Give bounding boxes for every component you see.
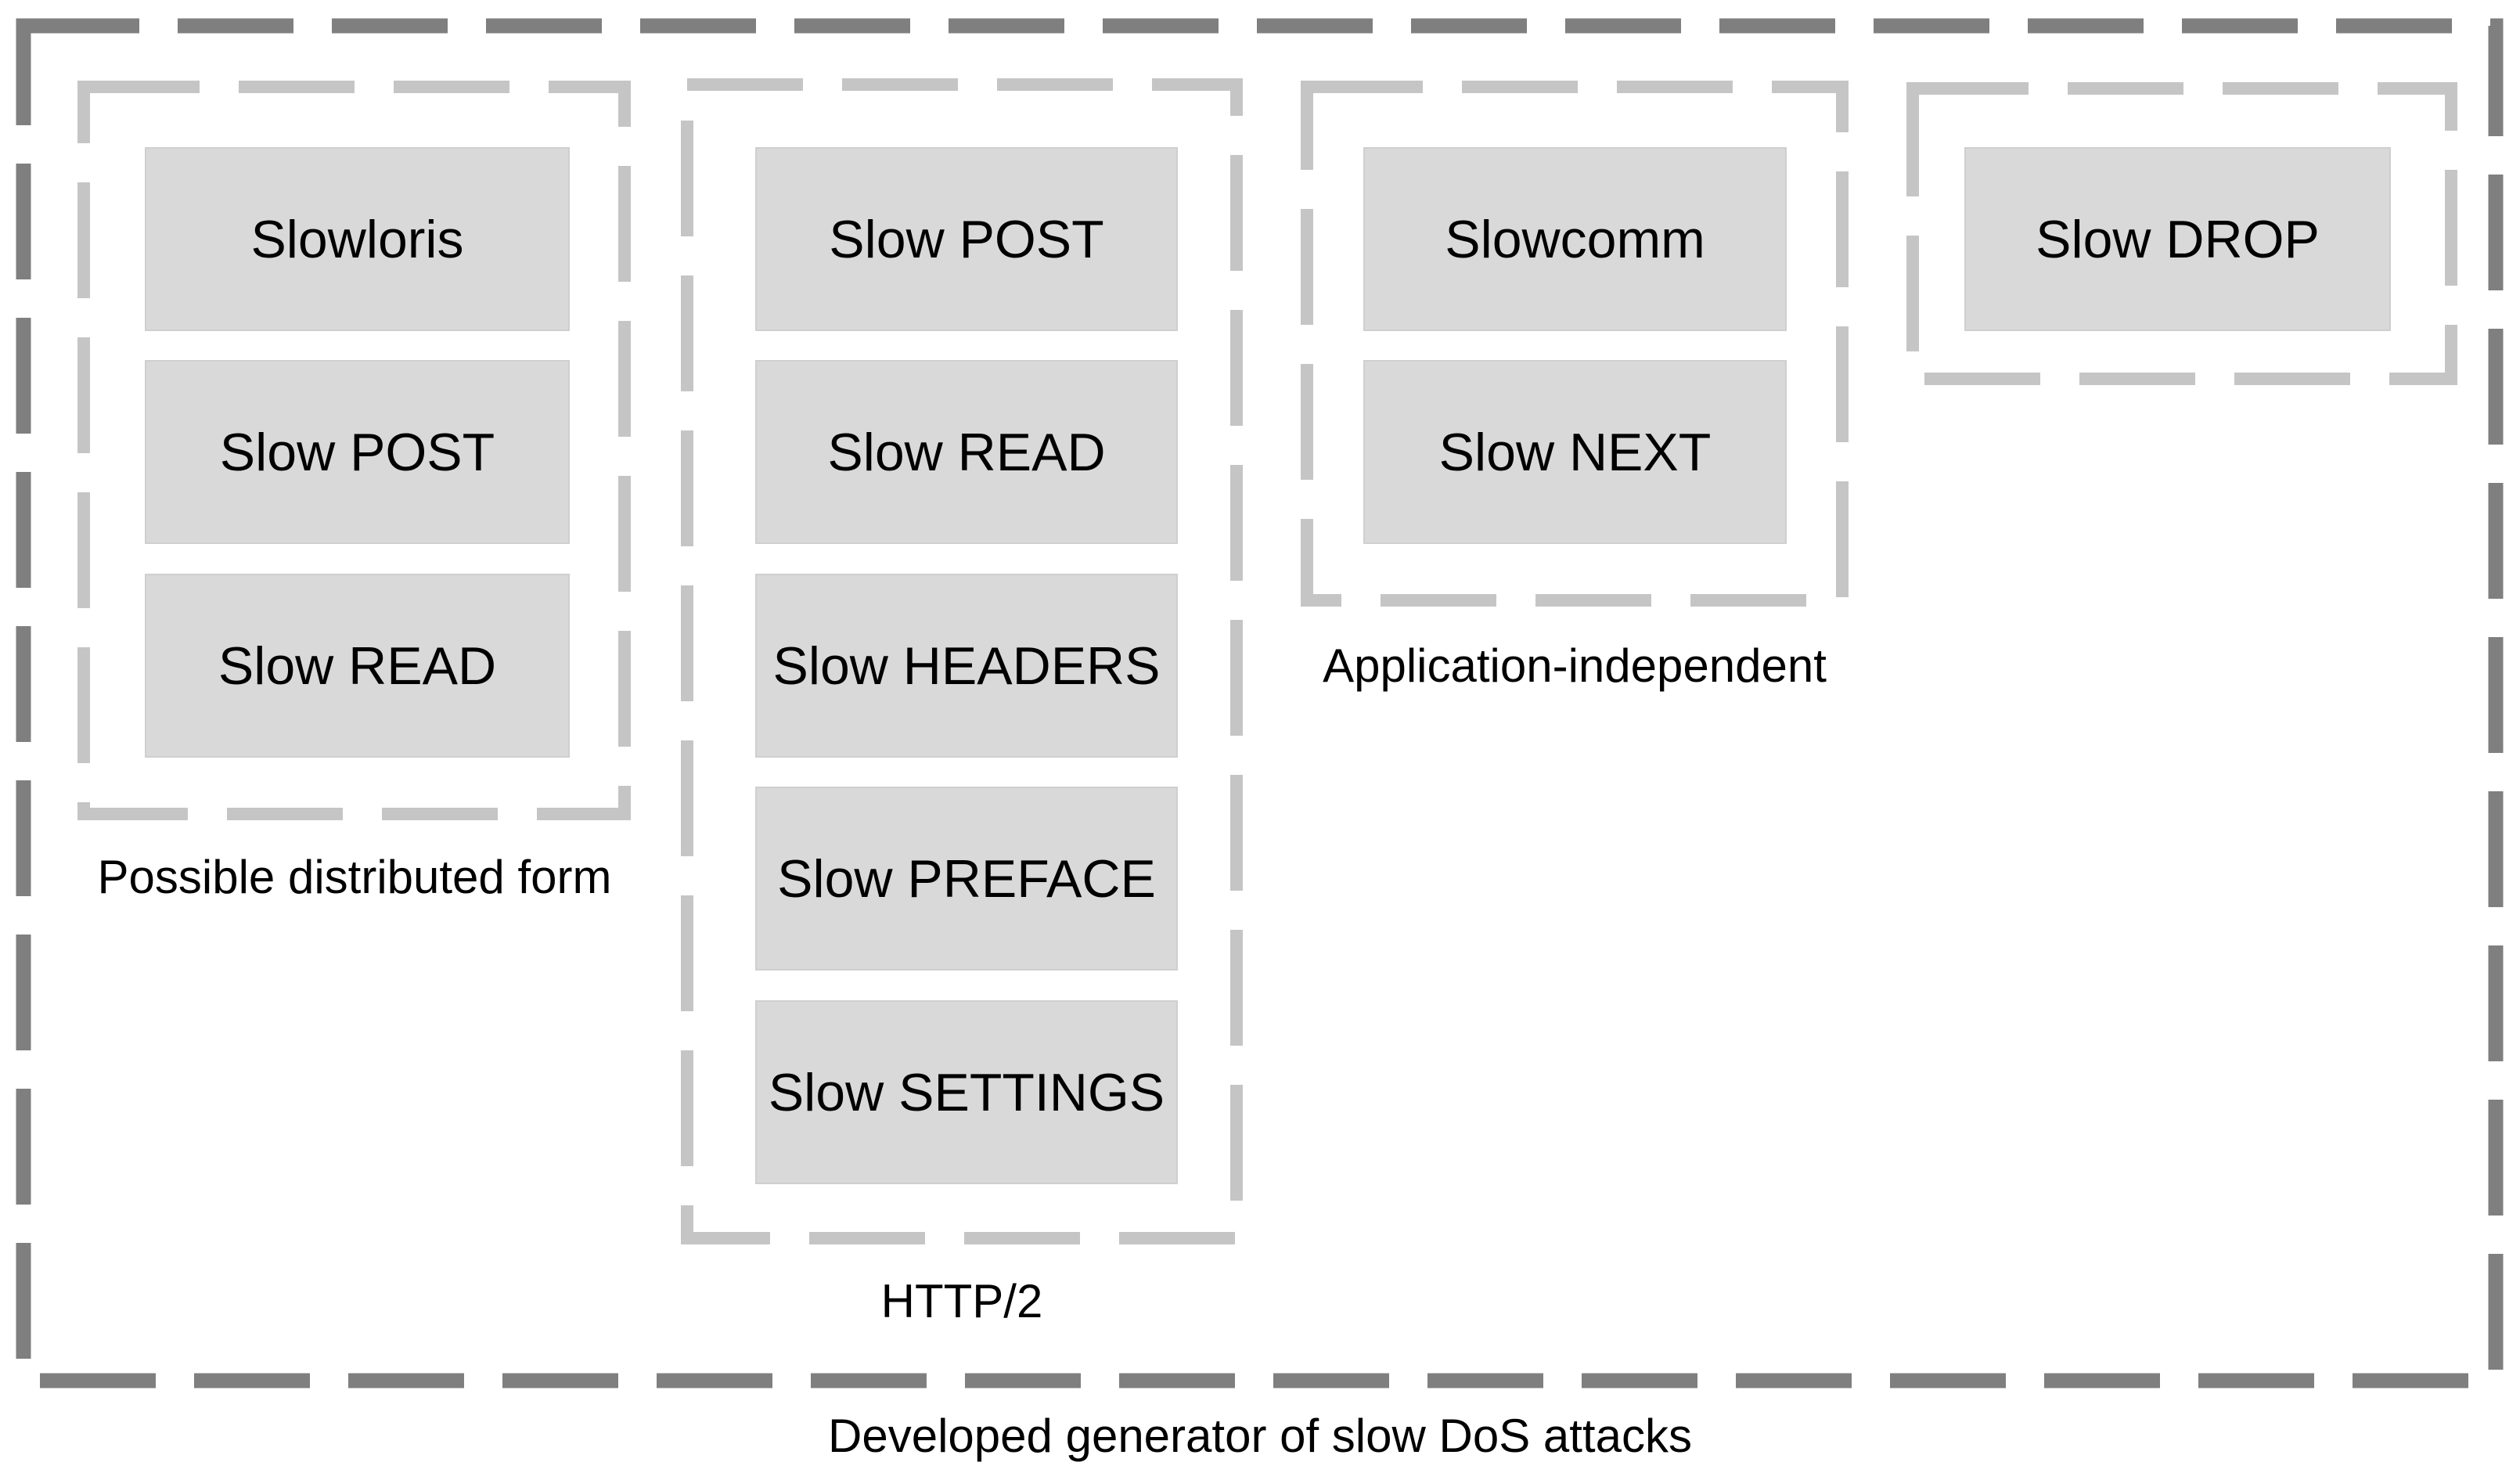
box-distributed-slow-read: Slow READ [145,574,570,758]
box-slow-drop: Slow DROP [1964,147,2391,331]
box-appindep-slowcomm: Slowcomm [1363,147,1787,331]
group-caption-possible-distributed-form: Possible distributed form [97,851,612,903]
box-http2-slow-read: Slow READ [755,360,1178,544]
box-distributed-slow-post: Slow POST [145,360,570,544]
group-caption-application-independent: Application-independent [1323,639,1827,692]
box-appindep-slow-next: Slow NEXT [1363,360,1787,544]
box-http2-slow-preface: Slow PREFACE [755,787,1178,971]
outer-dashed-border [16,18,2504,1388]
box-http2-slow-headers: Slow HEADERS [755,574,1178,758]
box-distributed-slowloris: Slowloris [145,147,570,331]
group-border-http2 [681,78,1243,1244]
group-border-slow-drop [1906,82,2457,385]
group-border-possible-distributed-form [77,81,631,820]
diagram-caption: Developed generator of slow DoS attacks [828,1410,1692,1462]
group-border-application-independent [1301,81,1849,607]
box-http2-slow-settings: Slow SETTINGS [755,1000,1178,1184]
box-http2-slow-post: Slow POST [755,147,1178,331]
group-caption-http2: HTTP/2 [880,1275,1043,1327]
